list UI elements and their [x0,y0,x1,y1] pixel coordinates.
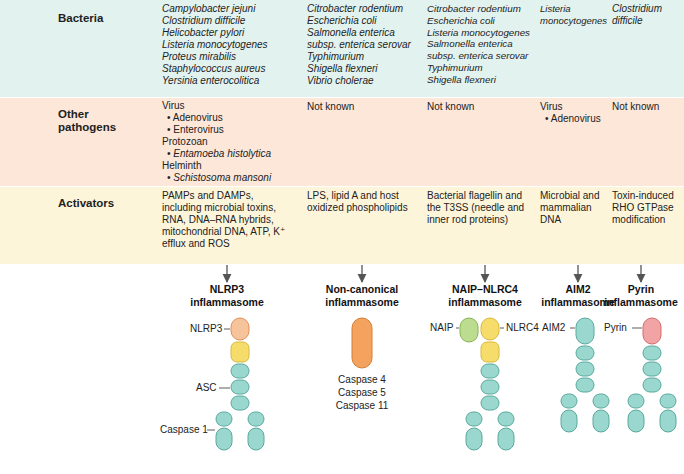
cell-text: Virus [162,100,293,112]
cell-text: • Enterovirus [167,124,293,136]
cell-text: Citrobacter rodentium [427,3,531,15]
cell-text: Clostridium difficile [162,15,293,27]
table-cell: Citrobacter rodentiumEscherichia coliLis… [425,3,533,97]
row-heading: Bacteria [58,12,138,25]
table-cell: Bacterial flagellin and the T3SS (needle… [425,190,533,264]
cell-text: Listeria monocytogenes [540,3,606,26]
cell-text: • Entamoeba histolytica [167,148,293,160]
cell-text: Vibrio cholerae [307,75,418,87]
down-arrow [226,265,227,282]
table-cell: Campylobacter jejuniClostridium difficil… [160,3,295,97]
inflammasome-title: NLRP3 inflammasome [177,283,277,308]
inflammasome-name: NAIP–NLRC4 inflammasome [435,283,535,308]
part-label: Caspase 1 [160,424,208,436]
part-label: ASC [196,382,217,394]
cell-text: Toxin-induced RHO GTPase modification [612,190,680,226]
cell-text: Campylobacter jejuni [162,3,293,15]
cell-text: Helminth [162,160,293,172]
inflammasome-title: Non-canonical inflammasome [312,283,412,308]
part-label: Caspase 4 [338,374,386,386]
table-cell: Virus• Adenovirus [538,101,608,186]
row-band: Activators PAMPs and DAMPs, including mic… [0,187,684,264]
cell-text: Escherichia coli [307,15,418,27]
cell-text: • Schistosoma mansoni [167,172,293,184]
table-cell: Clostridium difficile [610,3,682,97]
down-arrow [484,265,485,282]
inflammasome-name: Non-canonical inflammasome [312,283,412,308]
cell-text: Salmonella enterica subsp. enterica sero… [427,38,531,73]
table-cell: Microbial and mammalian DNA [538,190,608,264]
cell-text: Listeria monocytogenes [162,39,293,51]
cell-text: Escherichia coli [427,15,531,27]
inflammasome-name: NLRP3 inflammasome [177,283,277,308]
down-arrow [640,265,641,282]
part-label: AIM2 [542,322,565,334]
cell-text: Protozoan [162,136,293,148]
part-label: Pyrin [604,322,627,334]
aim2-structure [561,318,609,432]
table-cell: LPS, lipid A and host oxidized phospholi… [305,190,420,264]
naip-nlrc4-structure [456,318,514,450]
noncanonical-structure [352,318,372,368]
cell-text: Not known [612,101,680,113]
part-label: Caspase 5 [338,387,386,399]
cell-text: Yersinia enterocolitica [162,75,293,87]
down-arrow [361,265,362,282]
cell-text: • Adenovirus [167,112,293,124]
table-cell: Citrobacter rodentiumEscherichia coliSal… [305,3,420,97]
cell-text: Clostridium difficile [612,3,680,27]
inflammasome-title: NAIP–NLRC4 inflammasome [435,283,535,308]
cell-text: Staphylococcus aureus [162,63,293,75]
part-label: Caspase 11 [336,400,389,412]
cell-text: LPS, lipid A and host oxidized phospholi… [307,190,418,214]
cell-text: Virus [540,101,606,113]
table-cell: Virus• Adenovirus• EnterovirusProtozoan•… [160,100,295,186]
down-arrow [577,265,578,282]
row-heading: Other pathogens [58,108,118,134]
table-cell: PAMPs and DAMPs, including microbial tox… [160,190,295,264]
cell-text: Citrobacter rodentium [307,3,418,15]
cell-text: Shigella flexneri [307,63,418,75]
part-label: NLRP3 [190,323,222,335]
part-label: NAIP [430,322,453,334]
cell-text: Bacterial flagellin and the T3SS (needle… [427,190,531,226]
cell-text: Not known [307,101,418,113]
cell-text: Proteus mirabilis [162,51,293,63]
part-label: NLRC4 [506,322,539,334]
row-heading: Activators [58,197,138,210]
cell-text: Helicobacter pylori [162,27,293,39]
cell-text: Not known [427,101,531,113]
cell-text: PAMPs and DAMPs, including microbial tox… [162,190,293,250]
table-cell: Not known [610,101,682,186]
pyrin-structure [628,318,676,432]
cell-text: Salmonella enterica subsp. enterica sero… [307,27,418,63]
cell-text: Microbial and mammalian DNA [540,190,606,226]
table-cell: Toxin-induced RHO GTPase modification [610,190,682,264]
inflammasome-title: Pyrin inflammasome [602,283,680,308]
cell-text: • Adenovirus [545,113,606,125]
table-cell: Not known [425,101,533,186]
inflammasome-name: Pyrin inflammasome [602,283,680,308]
cell-text: Shigella flexneri [427,74,531,86]
table-cell: Listeria monocytogenes [538,3,608,97]
row-band: Other pathogensVirus• Adenovirus• Entero… [0,98,684,186]
row-band: BacteriaCampylobacter jejuniClostridium … [0,0,684,97]
cell-text: Listeria monocytogenes [427,27,531,39]
table-cell: Not known [305,101,420,186]
